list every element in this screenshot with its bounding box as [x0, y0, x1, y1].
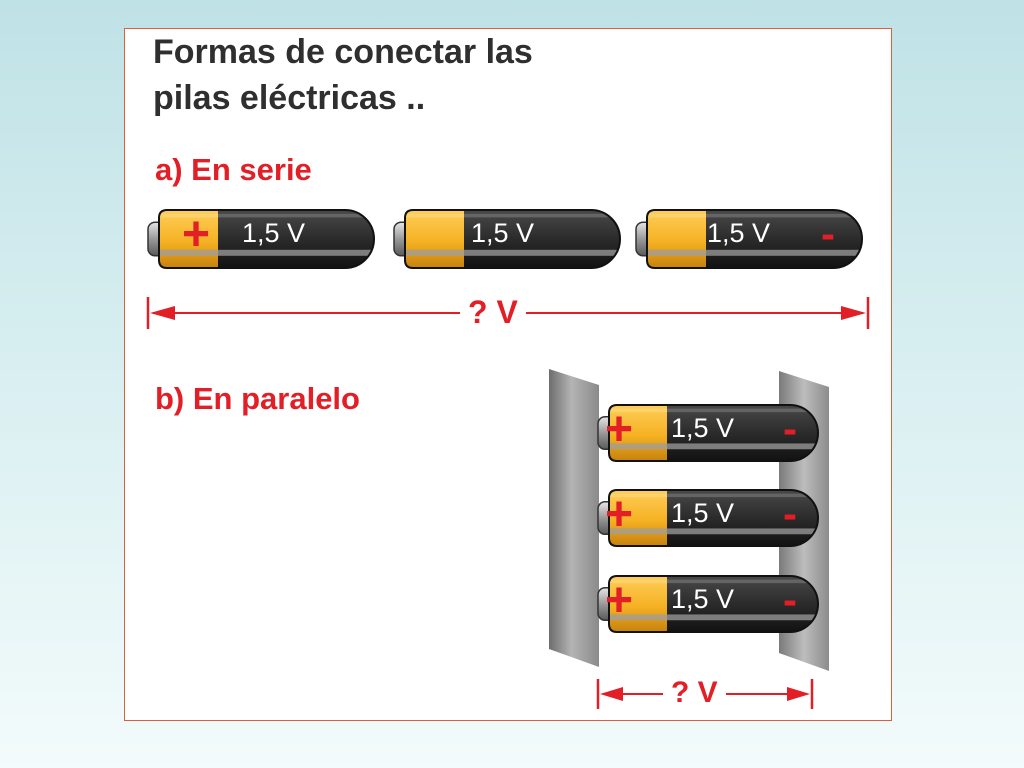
- title-line-2: pilas eléctricas ..: [153, 79, 426, 117]
- battery-voltage: 1,5 V: [671, 584, 735, 614]
- series-measure-label: ? V: [460, 296, 526, 328]
- series-battery-2: 1,5 V: [393, 209, 621, 269]
- negative-terminal-label: -: [783, 490, 797, 537]
- parallel-battery-3: + 1,5 V -: [597, 575, 819, 633]
- parallel-label: b) En paralelo: [155, 381, 360, 416]
- left-conductor-plate: [549, 369, 599, 667]
- parallel-battery-1: + 1,5 V -: [597, 404, 819, 462]
- positive-terminal-label: +: [182, 208, 211, 261]
- battery-body-icon: [597, 404, 819, 462]
- parallel-battery-2: + 1,5 V -: [597, 489, 819, 547]
- series-battery-1: + 1,5 V: [147, 209, 375, 269]
- battery-voltage: 1,5 V: [671, 498, 735, 528]
- negative-terminal-label: -: [783, 576, 797, 623]
- diagram-panel: Formas de conectar las pilas eléctricas …: [124, 28, 892, 721]
- battery-body-icon: [147, 209, 375, 269]
- battery-body-icon: [393, 209, 621, 269]
- battery-body-icon: [597, 489, 819, 547]
- positive-terminal-label: +: [605, 574, 634, 627]
- battery-body-icon: [597, 575, 819, 633]
- battery-voltage: 1,5 V: [671, 413, 735, 443]
- battery-voltage: 1,5 V: [471, 218, 535, 248]
- series-battery-3: 1,5 V -: [635, 209, 863, 269]
- positive-terminal-label: +: [605, 488, 634, 541]
- parallel-measure-label: ? V: [663, 678, 726, 708]
- battery-voltage: 1,5 V: [242, 218, 306, 248]
- positive-terminal-label: +: [605, 403, 634, 456]
- negative-terminal-label: -: [783, 405, 797, 452]
- negative-terminal-label: -: [821, 210, 835, 257]
- title-line-1: Formas de conectar las: [153, 33, 533, 71]
- battery-voltage: 1,5 V: [707, 218, 771, 248]
- battery-body-icon: [635, 209, 863, 269]
- series-label: a) En serie: [155, 152, 312, 187]
